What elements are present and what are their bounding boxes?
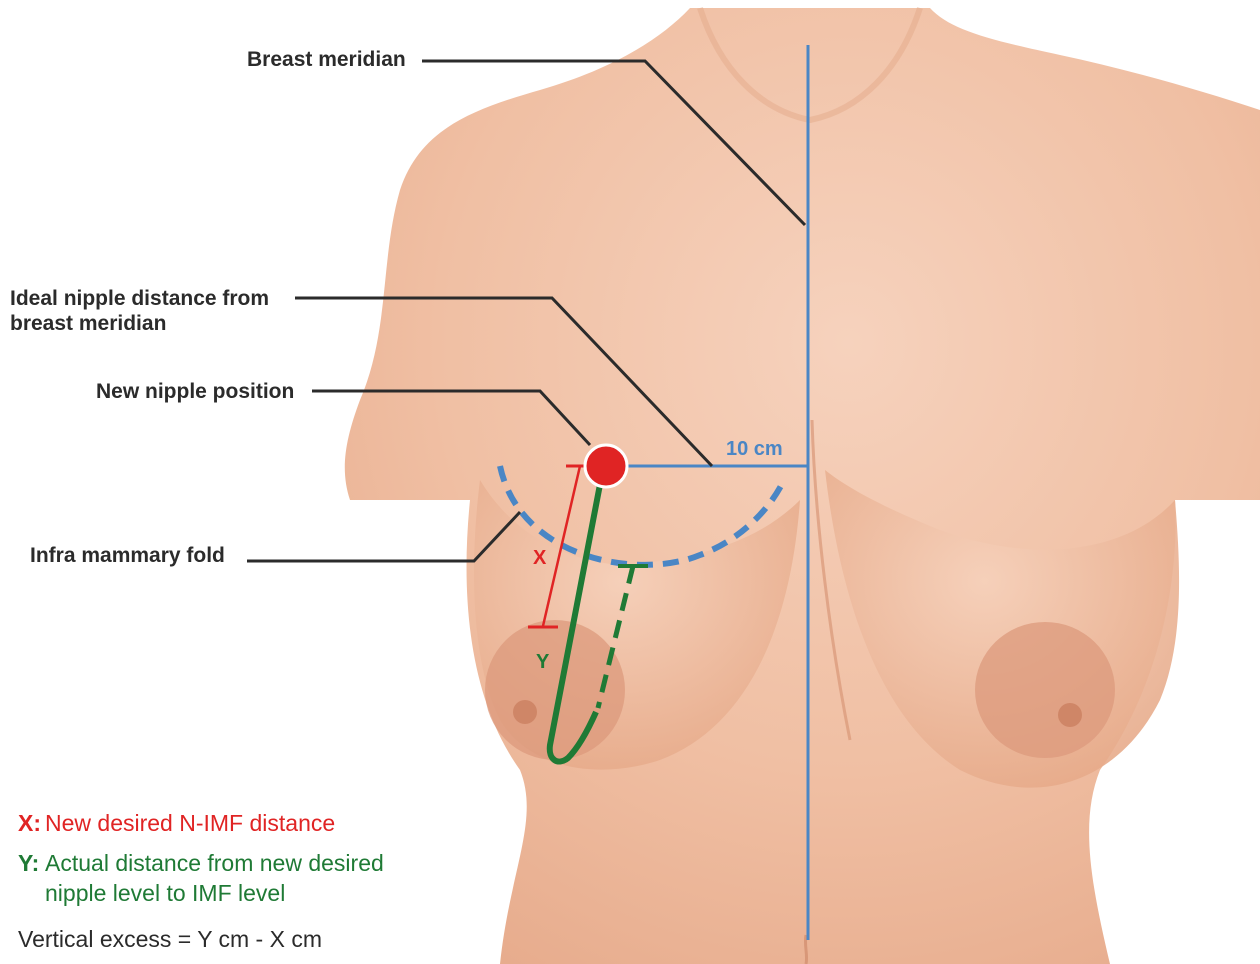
legend-formula: Vertical excess = Y cm - X cm [18, 926, 322, 952]
left-nipple [513, 700, 537, 724]
label-new-nipple-position: New nipple position [96, 380, 294, 403]
new-nipple-position-marker [585, 445, 627, 487]
label-breast-meridian: Breast meridian [247, 48, 406, 71]
label-ideal-distance-line1: Ideal nipple distance from [10, 287, 269, 310]
y-label: Y [536, 651, 550, 673]
x-label: X [533, 547, 547, 569]
torso-illustration [345, 8, 1260, 964]
label-ideal-distance-line2: breast meridian [10, 312, 166, 335]
legend-y-text-line2: nipple level to IMF level [45, 880, 285, 906]
label-infra-mammary-fold: Infra mammary fold [30, 544, 225, 567]
legend-x-key: X: [18, 810, 41, 836]
meridian-distance-label: 10 cm [726, 438, 783, 460]
right-areola [975, 622, 1115, 758]
legend-x-text: New desired N-IMF distance [45, 810, 335, 836]
legend-y-key: Y: [18, 850, 39, 876]
legend-y-text-line1: Actual distance from new desired [45, 850, 384, 876]
navel-mark [805, 935, 806, 964]
right-nipple [1058, 703, 1082, 727]
legend: X: New desired N-IMF distance Y: Actual … [18, 810, 384, 952]
